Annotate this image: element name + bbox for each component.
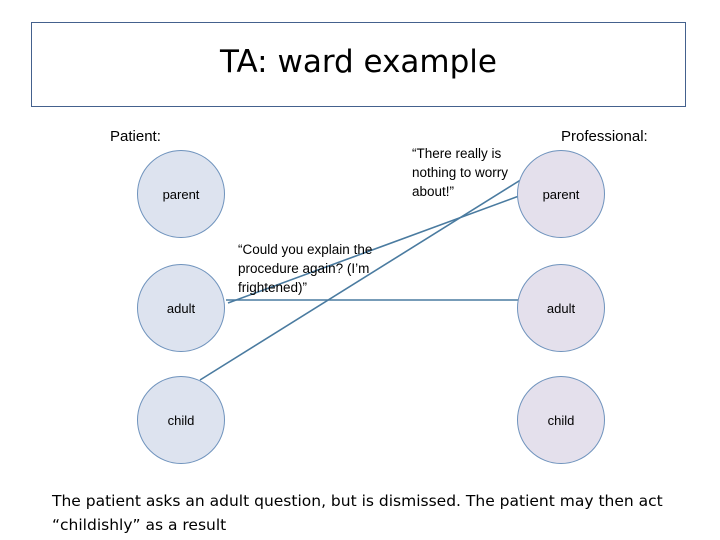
transaction-text-patient: “Could you explain the procedure again? …: [238, 242, 373, 295]
professional-state-adult-label: adult: [546, 300, 576, 316]
professional-state-adult[interactable]: adult: [517, 264, 605, 352]
patient-state-adult-label: adult: [166, 300, 196, 316]
transaction-text-professional: “There really is nothing to worry about!…: [412, 146, 509, 199]
page-title: TA: ward example: [219, 44, 497, 80]
title-box: [31, 22, 686, 107]
patient-state-adult[interactable]: adult: [137, 264, 225, 352]
professional-state-parent-label: parent: [542, 186, 580, 202]
patient-state-child[interactable]: child: [137, 376, 225, 464]
patient-state-parent[interactable]: parent: [137, 150, 225, 238]
professional-state-child-label: child: [547, 412, 575, 428]
professional-state-child[interactable]: child: [517, 376, 605, 464]
patient-state-parent-label: parent: [162, 186, 200, 202]
column-heading-patient: Patient:: [110, 128, 161, 145]
slide-caption: The patient asks an adult question, but …: [52, 492, 663, 534]
professional-state-parent[interactable]: parent: [517, 150, 605, 238]
column-heading-professional: Professional:: [561, 128, 648, 145]
patient-state-child-label: child: [167, 412, 195, 428]
